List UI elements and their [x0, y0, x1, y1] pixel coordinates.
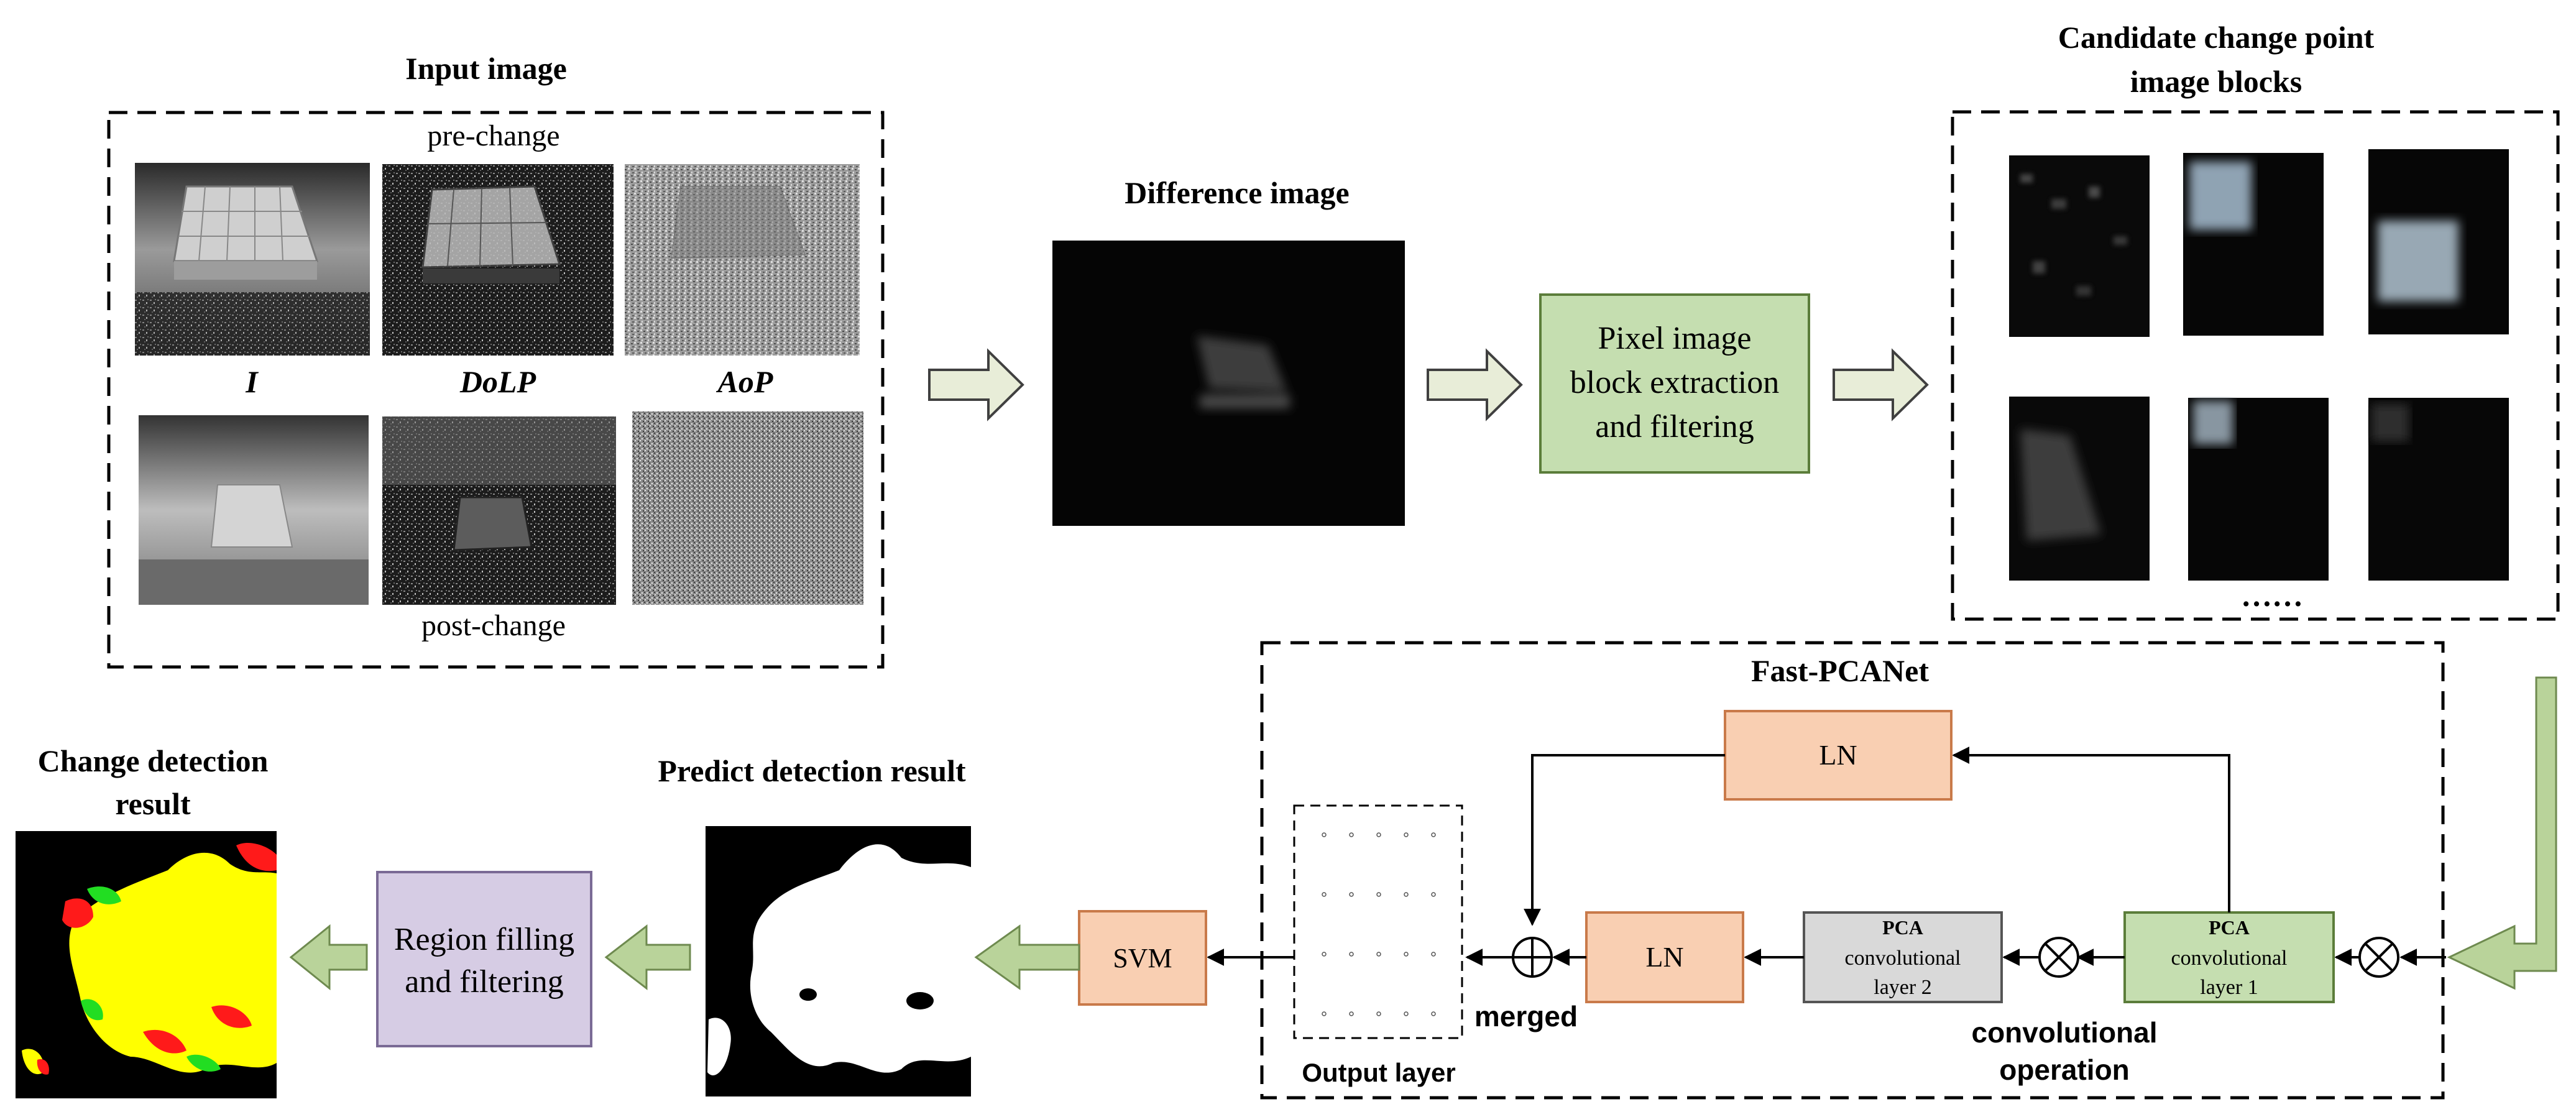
- pca-layer-2-box: PCA convolutional layer 2: [1803, 911, 2003, 1003]
- multiply-circle-1: [2358, 937, 2399, 978]
- pca2-line-1: PCA: [1882, 916, 1923, 939]
- block-extraction-line-1: Pixel image: [1598, 321, 1752, 356]
- pre-change-label: pre-change: [427, 119, 559, 152]
- fastpcanet-title: Fast-PCANet: [1751, 653, 1929, 688]
- post-change-intensity-image: [139, 415, 369, 605]
- ln-top-label: LN: [1819, 739, 1857, 771]
- candidate-block-1: [2009, 155, 2150, 337]
- output-layer: [1293, 804, 1463, 1039]
- channel-label-aop: AoP: [716, 364, 773, 399]
- candidates-title-line-2: image blocks: [2130, 64, 2302, 99]
- channel-label-i: I: [245, 364, 259, 399]
- fastpcanet-box: [1260, 641, 2445, 1100]
- pca2-line-3: layer 2: [1874, 976, 1931, 999]
- candidates-ellipsis: ……: [2241, 578, 2303, 613]
- pca1-line-1: PCA: [2209, 916, 2250, 939]
- svm-box: SVM: [1078, 910, 1207, 1006]
- pre-change-intensity-image: [135, 163, 370, 356]
- region-line-1: Region filling: [394, 922, 574, 957]
- pre-change-aop-image: [625, 164, 860, 356]
- candidate-block-3: [2368, 149, 2509, 334]
- post-change-dolp-image: [382, 416, 616, 605]
- conv-op-line-1: convolutional: [1972, 1016, 2158, 1049]
- arrow-difference-to-extraction: [1427, 348, 1523, 421]
- candidate-block-4: [2009, 397, 2150, 581]
- region-filling-box: Region filling and filtering: [376, 871, 592, 1047]
- change-result-title-line-1: Change detection: [38, 743, 269, 778]
- region-line-2: and filtering: [405, 964, 564, 1000]
- edge-pca1-to-ln-top: [1952, 747, 2230, 912]
- candidate-block-2: [2183, 153, 2324, 336]
- ln-bottom-label: LN: [1645, 941, 1683, 973]
- channel-label-dolp: DoLP: [459, 364, 536, 399]
- ln-bottom-box: LN: [1585, 911, 1744, 1003]
- change-result-title-line-2: result: [115, 786, 191, 821]
- pca2-line-2: convolutional: [1845, 947, 1961, 970]
- predict-result-image: [706, 826, 971, 1096]
- candidates-title-line-1: Candidate change point: [2058, 20, 2375, 55]
- edge-ln-top-to-merge: [1524, 754, 1725, 926]
- arrow-region-to-change-result: [289, 924, 368, 991]
- candidate-block-6: [2368, 398, 2509, 581]
- arrow-svm-to-predict: [974, 924, 1080, 990]
- arrow-candidates-to-fastpcanet: [2447, 676, 2557, 990]
- pre-change-dolp-image: [382, 164, 614, 356]
- merge-plus-circle: [1512, 937, 1553, 978]
- input-image-title: Input image: [405, 51, 567, 86]
- pca-layer-1-box: PCA convolutional layer 1: [2123, 911, 2335, 1003]
- arrow-extraction-to-candidates: [1833, 348, 1929, 421]
- multiply-circle-2: [2038, 937, 2079, 978]
- change-result-image: [16, 831, 277, 1098]
- conv-op-line-2: operation: [1999, 1054, 2130, 1086]
- post-change-aop-image: [632, 411, 863, 605]
- block-extraction-line-3: and filtering: [1595, 409, 1754, 444]
- pca1-line-2: convolutional: [2171, 947, 2288, 970]
- block-extraction-box: Pixel image block extraction and filteri…: [1539, 293, 1810, 474]
- svm-label: SVM: [1113, 943, 1172, 973]
- predict-title: Predict detection result: [658, 753, 966, 788]
- output-layer-label: Output layer: [1302, 1058, 1455, 1087]
- difference-image: [1052, 241, 1405, 526]
- post-change-label: post-change: [421, 609, 566, 642]
- merged-label: merged: [1474, 1000, 1578, 1032]
- candidates-box: [1951, 110, 2560, 621]
- arrow-input-to-difference: [928, 348, 1024, 421]
- input-image-box: [107, 111, 885, 669]
- ln-top-box: LN: [1724, 710, 1953, 801]
- pca1-line-3: layer 1: [2200, 976, 2258, 999]
- candidate-block-5: [2188, 398, 2329, 581]
- arrow-predict-to-region: [604, 924, 691, 991]
- block-extraction-line-2: block extraction: [1570, 365, 1779, 400]
- difference-image-title: Difference image: [1125, 175, 1349, 210]
